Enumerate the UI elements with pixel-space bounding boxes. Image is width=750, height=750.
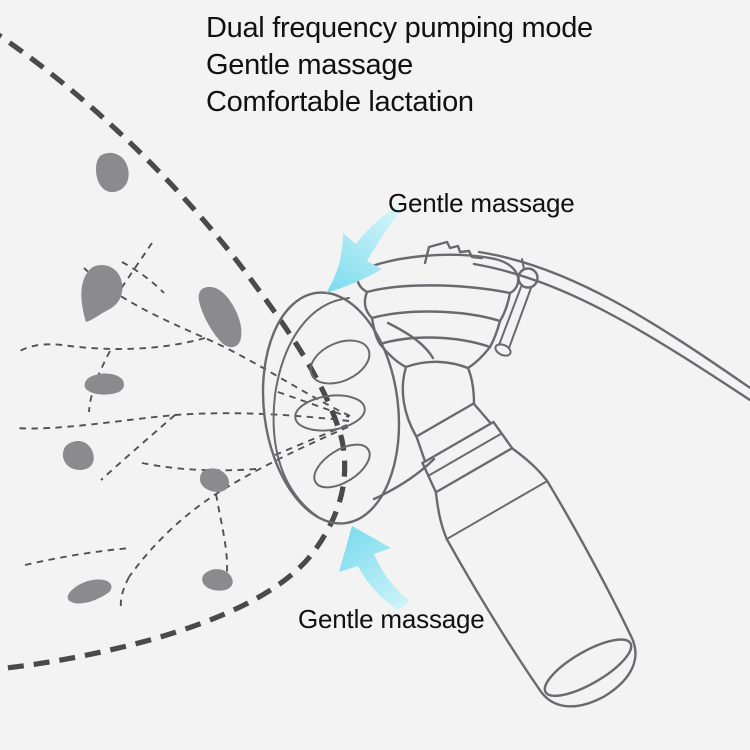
gland-blobs: [62, 152, 242, 604]
massage-arrow-up-icon: [339, 526, 410, 610]
milk-bottle: [415, 402, 637, 708]
bottle-ring: [421, 420, 495, 465]
massage-petal: [309, 339, 371, 385]
headline-line-2: Gentle massage: [206, 49, 413, 81]
shield-inner-rim: [272, 297, 350, 518]
tube-connector: [517, 267, 539, 289]
bottle-body-left: [445, 537, 541, 691]
pump-neck-right: [466, 366, 476, 406]
headline: Dual frequency pumping mode Gentle massa…: [206, 10, 593, 121]
milk-duct-dashes: [14, 242, 351, 610]
shield-funnel-bottom: [372, 457, 436, 501]
massage-petal: [313, 443, 371, 489]
annotation-bottom: Gentle massage: [298, 604, 485, 634]
bottle-base: [543, 638, 633, 698]
air-tube: [472, 250, 750, 402]
annotation-top: Gentle massage: [388, 188, 575, 218]
breast-outline-dashed: [0, 32, 348, 672]
gland-blob: [84, 373, 124, 395]
cap-tab: [423, 240, 484, 265]
bottle-body-right: [546, 479, 633, 638]
gland-blob: [62, 441, 94, 470]
gland-blob: [200, 468, 229, 492]
massage-petal: [294, 394, 366, 432]
pump-neck-left: [401, 365, 418, 438]
gland-blob: [198, 286, 242, 348]
gland-blob: [202, 569, 233, 591]
breast-shield: [261, 291, 436, 525]
pump-bellows: [356, 240, 520, 438]
headline-line-1: Dual frequency pumping mode: [206, 12, 593, 44]
connector-strut: [498, 286, 522, 346]
gland-blob: [67, 579, 112, 604]
headline-line-3: Comfortable lactation: [206, 86, 474, 118]
shield-funnel-top: [386, 321, 435, 360]
gland-blob: [95, 152, 129, 193]
gland-blob: [81, 264, 123, 322]
bottle-shoulder-seam: [445, 480, 549, 541]
bottle-bottom: [537, 634, 637, 708]
massage-arrow-down-icon: [326, 205, 399, 293]
